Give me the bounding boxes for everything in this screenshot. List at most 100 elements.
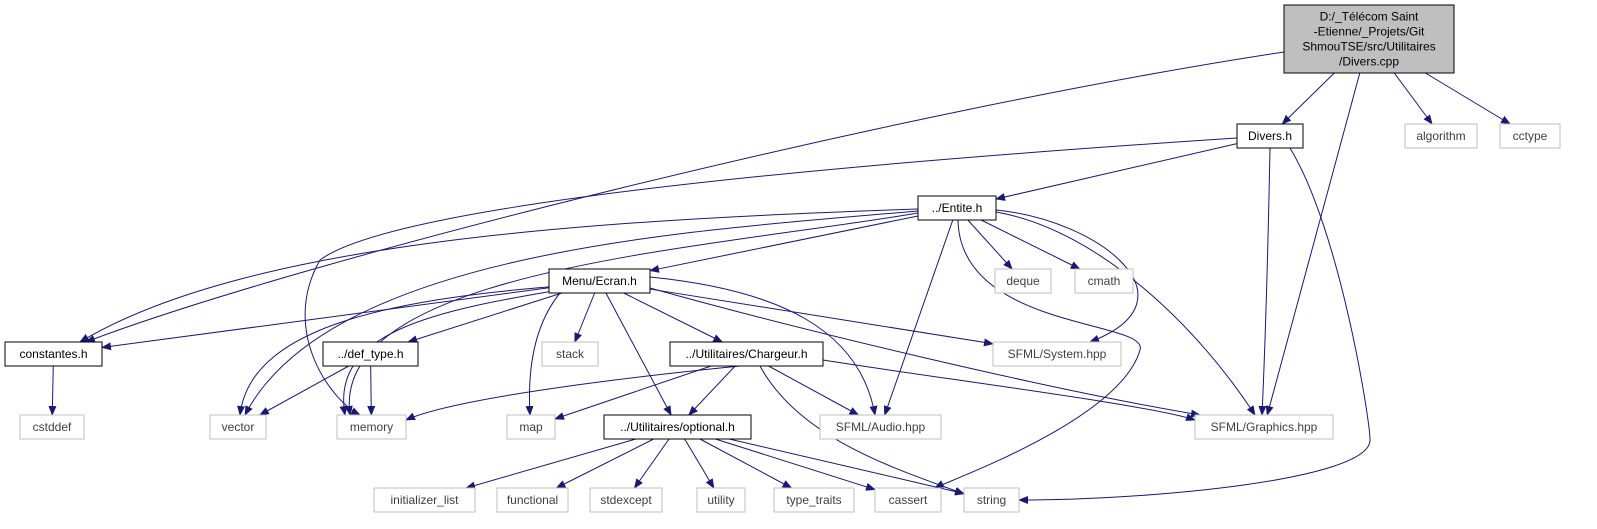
node-box	[336, 414, 407, 440]
edge-divers_h-to-memory	[304, 137, 1238, 416]
node-stack: stack	[541, 341, 599, 367]
node-entite_h[interactable]: ../Entite.h	[917, 195, 997, 221]
node-label: initializer_list	[390, 493, 459, 507]
node-chargeur_h[interactable]: ../Utilitaires/Chargeur.h	[669, 341, 824, 367]
edge-divers_h-to-sfml_graphics	[1258, 147, 1271, 416]
node-label: ../Utilitaires/optional.h	[620, 420, 735, 434]
node-label: cstddef	[33, 420, 72, 434]
node-label: stack	[556, 347, 585, 361]
node-stdexcept: stdexcept	[589, 487, 663, 513]
node-label: ../def_type.h	[337, 347, 403, 361]
node-box	[373, 487, 476, 513]
edge-menu_ecran_h-to-def_type_h	[407, 292, 563, 344]
edge-entite_h-to-menu_ecran_h	[649, 215, 919, 273]
node-label: ../Utilitaires/Chargeur.h	[685, 347, 807, 361]
node-map: map	[506, 414, 556, 440]
edge-divers_cpp-to-divers_h	[1281, 72, 1335, 125]
edge-entite_h-to-sfml_graphics	[995, 211, 1256, 416]
edge-divers_cpp-to-algorithm	[1393, 72, 1433, 125]
node-menu_ecran_h[interactable]: Menu/Ecran.h	[548, 268, 651, 294]
node-box	[773, 487, 855, 513]
edge-menu_ecran_h-to-constantes_h	[101, 287, 550, 351]
node-box	[548, 268, 651, 294]
node-label: -Etienne/_Projets/Git	[1314, 25, 1425, 39]
node-optional_h[interactable]: ../Utilitaires/optional.h	[603, 414, 752, 440]
node-box	[603, 414, 752, 440]
node-functional: functional	[496, 487, 569, 513]
node-cstddef: cstddef	[19, 414, 85, 440]
edge-menu_ecran_h-to-stack	[574, 292, 596, 343]
node-label: vector	[222, 420, 255, 434]
node-algorithm: algorithm	[1404, 123, 1478, 149]
node-label: ShmouTSE/src/Utilitaires	[1302, 40, 1435, 54]
edge-divers_cpp-to-cctype	[1425, 72, 1511, 125]
node-box	[1499, 123, 1561, 149]
node-sfml_system: SFML/System.hpp	[992, 341, 1122, 367]
node-box	[994, 268, 1052, 294]
edge-entite_h-to-vector	[244, 210, 919, 416]
edge-entite_h-to-sfml_audio	[883, 219, 954, 416]
edge-def_type_h-to-vector	[258, 365, 349, 416]
edge-entite_h-to-memory	[344, 212, 919, 416]
edge-menu_ecran_h-to-memory	[339, 288, 566, 416]
node-box	[696, 487, 746, 513]
node-label: map	[519, 420, 543, 434]
edge-optional_h-to-string	[729, 438, 965, 496]
edge-chargeur_h-to-memory	[405, 365, 741, 421]
node-box	[992, 341, 1122, 367]
node-label: cassert	[889, 493, 928, 507]
node-box	[1194, 414, 1334, 440]
node-constantes_h[interactable]: constantes.h	[4, 341, 103, 367]
nodes-layer: D:/_Télécom Saint-Etienne/_Projets/GitSh…	[4, 4, 1561, 513]
node-type_traits: type_traits	[773, 487, 855, 513]
node-cmath: cmath	[1074, 268, 1134, 294]
edge-chargeur_h-to-map	[554, 365, 712, 420]
edge-menu_ecran_h-to-sfml_graphics	[649, 287, 1201, 418]
node-label: deque	[1006, 274, 1040, 288]
edge-divers_h-to-string	[1018, 147, 1371, 504]
node-label: constantes.h	[19, 347, 87, 361]
node-box	[1283, 4, 1455, 74]
node-box	[322, 341, 419, 367]
edge-entite_h-to-deque	[967, 219, 1013, 270]
node-label: ../Entite.h	[932, 201, 983, 215]
node-label: SFML/Audio.hpp	[836, 420, 926, 434]
edge-divers_h-to-entite_h	[995, 143, 1238, 201]
node-box	[669, 341, 824, 367]
node-box	[1074, 268, 1134, 294]
edge-optional_h-to-cassert	[715, 438, 876, 491]
node-def_type_h[interactable]: ../def_type.h	[322, 341, 419, 367]
edge-optional_h-to-type_traits	[699, 438, 793, 489]
node-vector: vector	[209, 414, 267, 440]
edge-menu_ecran_h-to-vector	[237, 285, 561, 416]
edge-divers_cpp-to-sfml_graphics	[1265, 72, 1361, 416]
node-label: SFML/System.hpp	[1008, 347, 1107, 361]
node-label: type_traits	[786, 493, 841, 507]
edges-layer	[48, 51, 1511, 504]
node-divers_h[interactable]: Divers.h	[1236, 123, 1304, 149]
node-cassert: cassert	[874, 487, 942, 513]
node-deque: deque	[994, 268, 1052, 294]
node-sfml_audio: SFML/Audio.hpp	[819, 414, 942, 440]
node-label: SFML/Graphics.hpp	[1211, 420, 1318, 434]
node-cctype: cctype	[1499, 123, 1561, 149]
edge-divers_cpp-to-constantes_h	[85, 51, 1285, 343]
node-utility: utility	[696, 487, 746, 513]
node-label: functional	[507, 493, 558, 507]
node-label: memory	[350, 420, 393, 434]
node-label: string	[977, 493, 1006, 507]
edge-chargeur_h-to-sfml_audio	[768, 365, 860, 416]
node-box	[541, 341, 599, 367]
node-box	[496, 487, 569, 513]
edge-chargeur_h-to-optional_h	[688, 365, 736, 416]
node-divers_cpp[interactable]: D:/_Télécom Saint-Etienne/_Projets/GitSh…	[1283, 4, 1455, 74]
edge-menu_ecran_h-to-sfml_system	[649, 288, 994, 347]
edge-constantes_h-to-cstddef	[48, 365, 57, 416]
node-box	[589, 487, 663, 513]
node-label: Divers.h	[1248, 129, 1292, 143]
node-box	[506, 414, 556, 440]
node-box	[963, 487, 1020, 513]
node-initializer_list: initializer_list	[373, 487, 476, 513]
edge-optional_h-to-functional	[555, 438, 654, 489]
node-box	[19, 414, 85, 440]
